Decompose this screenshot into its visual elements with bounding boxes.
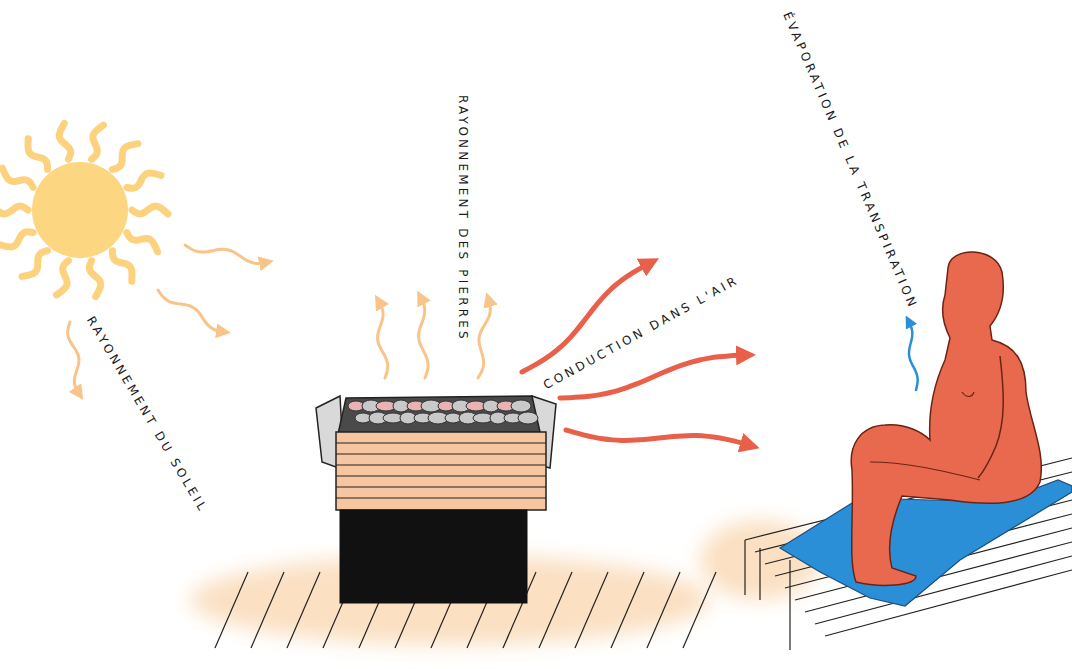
rotated-label: CONDUCTION DANS L'AIR [541,273,741,393]
wood-slats [336,443,546,498]
rotated-label: ÉVAPORATION DE LA TRANSPIRATION [780,10,920,311]
towel [780,480,1072,606]
slat-line [336,497,546,498]
leg-outline [870,462,980,480]
bench-leg [759,548,760,600]
sun-ray [0,232,33,247]
heat-arrow [158,290,225,332]
sun-ray [132,206,168,214]
slat-line [336,475,546,476]
floor-plank [611,572,644,648]
rotated-label: RAYONNEMENT DES PIERRES [456,95,470,342]
floor-plank [683,572,716,648]
floor-plank [539,572,572,648]
bench-leg [744,540,745,595]
stove [316,396,556,603]
wood-casing [336,432,546,510]
floor-plank [287,572,320,648]
sun-ray [112,144,138,170]
sun-ray [22,251,48,277]
heat-arrow [378,300,388,378]
person [780,252,1072,606]
stones [348,400,538,424]
sun-ray [57,261,69,295]
sun-ray [127,233,158,252]
heat-arrow [566,430,752,446]
slat-line [336,442,546,443]
floor-plank [647,572,680,648]
slat-line [336,453,546,454]
person-silhouette [851,252,1041,585]
sun-disc [32,162,128,258]
sun-ray [28,139,48,170]
stove-base [340,510,527,603]
floor-plank [575,572,608,648]
sun-ray [2,168,33,187]
floor-plank [215,572,248,648]
heat-arrow [478,298,490,378]
sun-ray [0,206,28,214]
body-detail [962,392,974,397]
slat-line [336,464,546,465]
sun-ray [127,173,161,188]
bench-leg [789,560,790,650]
arm-outline [978,356,1003,478]
sun-ray [92,125,104,159]
stone [511,400,531,412]
heat-arrow [185,245,268,263]
sun [0,123,168,296]
stone [518,412,538,424]
stone-tray [338,396,540,434]
heat-arrow [68,322,80,395]
sun-ray [112,251,132,282]
sun-ray [89,261,100,297]
rotated-label: RAYONNEMENT DU SOLEIL [84,314,210,515]
heat-arrows [68,245,918,446]
floor-plank [251,572,284,648]
slat-line [336,486,546,487]
heat-arrow [908,320,918,390]
heat-arrow [419,296,428,378]
sun-ray [59,123,70,159]
